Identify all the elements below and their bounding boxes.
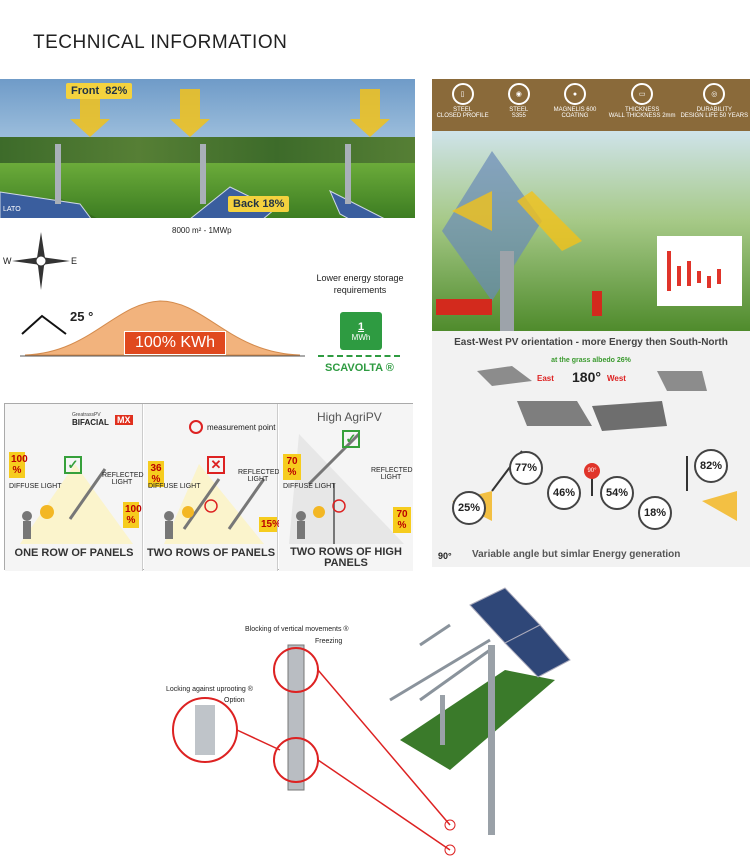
panel3-reflected: REFLECTED LIGHT	[371, 467, 413, 481]
ew-angle: 180°	[572, 369, 601, 385]
thickness-icon: ▭	[631, 83, 654, 105]
feature-4: ▭ THICKNESS WALL THICKNESS 2mm	[606, 83, 678, 119]
feature-1: ▯ STEEL CLOSED PROFILE	[433, 83, 493, 119]
compass-icon	[12, 232, 70, 290]
feature-2-line1: STEEL	[509, 107, 529, 113]
durability-icon: ◎	[703, 83, 726, 105]
ew-title: East-West PV orientation - more Energy t…	[454, 337, 728, 348]
feature-3-line1: MAGNELIS 600	[553, 107, 597, 113]
pct-6-value: 82%	[699, 460, 723, 472]
check-icon-2: ✓	[342, 430, 360, 448]
mounting-structure-diagram	[172, 587, 571, 856]
ew-east: East	[537, 374, 554, 383]
features-banner: ▯ STEEL CLOSED PROFILE ◉ STEEL S355 ● MA…	[432, 79, 750, 131]
ew-subtitle: at the grass albedo 26%	[551, 357, 631, 364]
front-badge: Front 82%	[66, 83, 133, 99]
tilt-angle: 25 °	[70, 309, 94, 324]
feature-2: ◉ STEEL S355	[494, 83, 544, 119]
brand-label: SCAVOLTA ®	[325, 362, 394, 374]
blocking-sublabel: Freezing	[315, 638, 343, 645]
pct-4-value: 54%	[605, 487, 629, 499]
front-pct: 82%	[105, 85, 128, 97]
pv-panels-illustration	[0, 89, 390, 218]
steel-icon: ◉	[507, 83, 530, 105]
panel3-top-pct: 70 %	[283, 454, 301, 480]
compass-e: E	[71, 256, 78, 266]
feature-1-line2: CLOSED PROFILE	[436, 113, 489, 119]
feature-4-line1: THICKNESS	[624, 107, 660, 113]
panel3-diffuse: DIFFUSE LIGHT	[283, 483, 336, 490]
pct-1: 25%	[452, 491, 486, 525]
rows-diagram: GreatrassPV BIFACIAL MX 100 % 100 % ✓ DI…	[4, 403, 413, 571]
locking-sublabel: Option	[224, 697, 245, 704]
feature-5: ◎ DURABILITY DESIGN LIFE 50 YEARS	[679, 83, 749, 119]
high-agripv-title: High AgriPV	[317, 410, 382, 424]
back-pct: 18%	[262, 198, 285, 210]
locking-label: Locking against uprooting ®	[166, 686, 253, 693]
pct-1-value: 25%	[457, 502, 481, 514]
panel2-bottom-pct: 15%	[259, 517, 282, 532]
pct-3-value: 46%	[552, 487, 576, 499]
panel2-top-pct: 36 %	[148, 461, 164, 487]
bifacial-structure-photo	[432, 131, 750, 331]
ew-west: West	[607, 374, 626, 383]
panel-one-row: GreatrassPV BIFACIAL MX 100 % 100 % ✓ DI…	[5, 404, 144, 571]
east-west-panel: East-West PV orientation - more Energy t…	[432, 331, 750, 567]
panel2-title: TWO ROWS OF PANELS	[146, 547, 276, 559]
panel1-top-pct: 100 %	[9, 452, 28, 478]
battery-icon: 1 MWh	[340, 312, 382, 350]
energy-curve	[20, 300, 305, 357]
battery-unit: MWh	[351, 332, 371, 342]
cross-icon: ✕	[207, 456, 225, 474]
check-icon: ✓	[64, 456, 82, 474]
panel-two-rows: measurement point 36 % 15% ✕ DIFFUSE LIG…	[144, 404, 282, 571]
logo-bottom: BIFACIAL	[72, 418, 109, 427]
panel1-title: ONE ROW OF PANELS	[14, 547, 134, 559]
front-label: Front	[71, 85, 100, 97]
panel1-reflected: REFLECTED LIGHT	[102, 472, 144, 486]
area-caption: 8000 m² - 1MWp	[172, 226, 232, 235]
pct-2-value: 77%	[514, 462, 538, 474]
panel2-diffuse: DIFFUSE LIGHT	[148, 483, 201, 490]
blocking-label: Blocking of vertical movements ®	[245, 626, 349, 633]
compass-w: W	[3, 256, 12, 266]
back-label: Back	[233, 198, 260, 210]
coating-icon: ●	[563, 83, 586, 105]
feature-3: ● MAGNELIS 600 COATING	[545, 83, 605, 119]
feature-2-line2: S355	[511, 113, 526, 119]
panel2-reflected: REFLECTED LIGHT	[238, 469, 280, 483]
tilt-roof-icon	[21, 314, 67, 335]
measurement-point-icon	[189, 420, 203, 434]
battery-value: 1	[357, 320, 365, 333]
feature-4-line2: WALL THICKNESS 2mm	[608, 113, 676, 119]
panel3-title: TWO ROWS OF HIGH PANELS	[290, 546, 402, 569]
profile-icon: ▯	[451, 83, 474, 105]
panel3-bottom-pct: 70 %	[393, 507, 411, 533]
angle-mid-badge: 90°	[584, 463, 600, 479]
pct-5: 18%	[638, 496, 672, 530]
panel1-bottom-pct: 100 %	[123, 502, 142, 528]
back-badge: Back 18%	[228, 196, 290, 212]
logo-top: GreatrassPV	[72, 412, 101, 418]
measurement-label: measurement point	[207, 423, 276, 432]
corner-tag: LATO	[3, 206, 21, 213]
bifacial-field-photo: Front 82% Back 18% LATO	[0, 79, 415, 218]
panel-high-rows: High AgriPV ✓ 70 % 70 % DIFFUSE LIGHT RE…	[279, 404, 413, 571]
pct-5-value: 18%	[643, 507, 667, 519]
feature-3-line2: COATING	[561, 113, 589, 119]
pct-6: 82%	[694, 449, 728, 483]
ew-bottom-text: Variable angle but simlar Energy generat…	[472, 549, 681, 560]
storage-text: Lower energy storage requirements	[316, 273, 404, 295]
feature-1-line1: STEEL	[453, 107, 473, 113]
panel1-diffuse: DIFFUSE LIGHT	[9, 483, 62, 490]
pct-2: 77%	[509, 451, 543, 485]
kwh-label: 100% KWh	[124, 331, 227, 355]
page-title: TECHNICAL INFORMATION	[33, 32, 288, 53]
corner-angle: 90°	[438, 551, 452, 561]
pct-3: 46%	[547, 476, 581, 510]
pct-4: 54%	[600, 476, 634, 510]
logo-badge: MX	[115, 415, 133, 425]
feature-5-line1: DURABILITY	[696, 107, 733, 113]
feature-5-line2: DESIGN LIFE 50 YEARS	[680, 113, 749, 119]
